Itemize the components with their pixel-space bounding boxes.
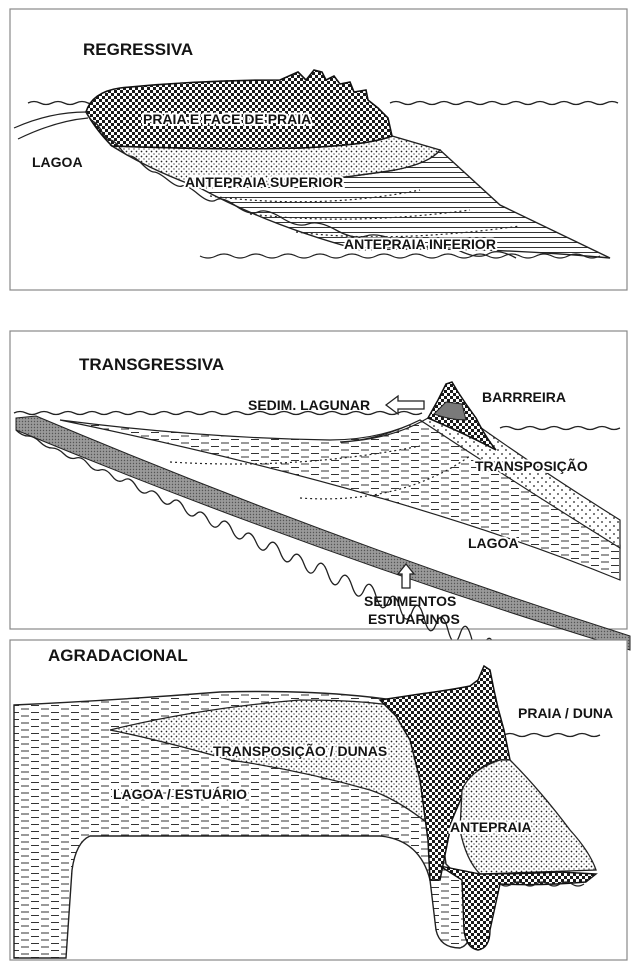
label-barrier: BARRREIRA bbox=[482, 389, 566, 405]
panel-aggradational: AGRADACIONAL PRAIA / DUNA TRANSPOSIÇÃO /… bbox=[10, 640, 627, 960]
label-upper-shoreface: ANTEPRAIA SUPERIOR bbox=[185, 174, 343, 190]
label-beach: PRAIA E FACE DE PRAIA bbox=[143, 111, 311, 127]
panel-title-regressive: REGRESSIVA bbox=[83, 40, 193, 59]
label-lagoon: LAGOA bbox=[32, 154, 83, 170]
label-lagoon: LAGOA bbox=[468, 535, 519, 551]
label-estuarine-line2: ESTUARINOS bbox=[368, 611, 460, 627]
panel-title-transgressive: TRANSGRESSIVA bbox=[79, 355, 224, 374]
label-lagoon-estuary: LAGOA / ESTUÁRIO bbox=[113, 786, 247, 802]
panel-regressive: REGRESSIVA PRAIA E FACE DE PRAIA LAGOA A… bbox=[10, 9, 627, 290]
label-lower-shoreface: ANTEPRAIA INFERIOR bbox=[344, 236, 496, 252]
label-beach-dune: PRAIA / DUNA bbox=[518, 705, 613, 721]
label-lagoon-sediment: SEDIM. LAGUNAR bbox=[248, 397, 370, 413]
label-overwash: TRANSPOSIÇÃO bbox=[475, 457, 588, 474]
label-estuarine-line1: SEDIMENTOS bbox=[364, 593, 456, 609]
label-shoreface: ANTEPRAIA bbox=[450, 819, 532, 835]
panel-title-aggradational: AGRADACIONAL bbox=[48, 646, 188, 665]
label-overwash-dunes: TRANSPOSIÇÃO / DUNAS bbox=[213, 742, 387, 759]
